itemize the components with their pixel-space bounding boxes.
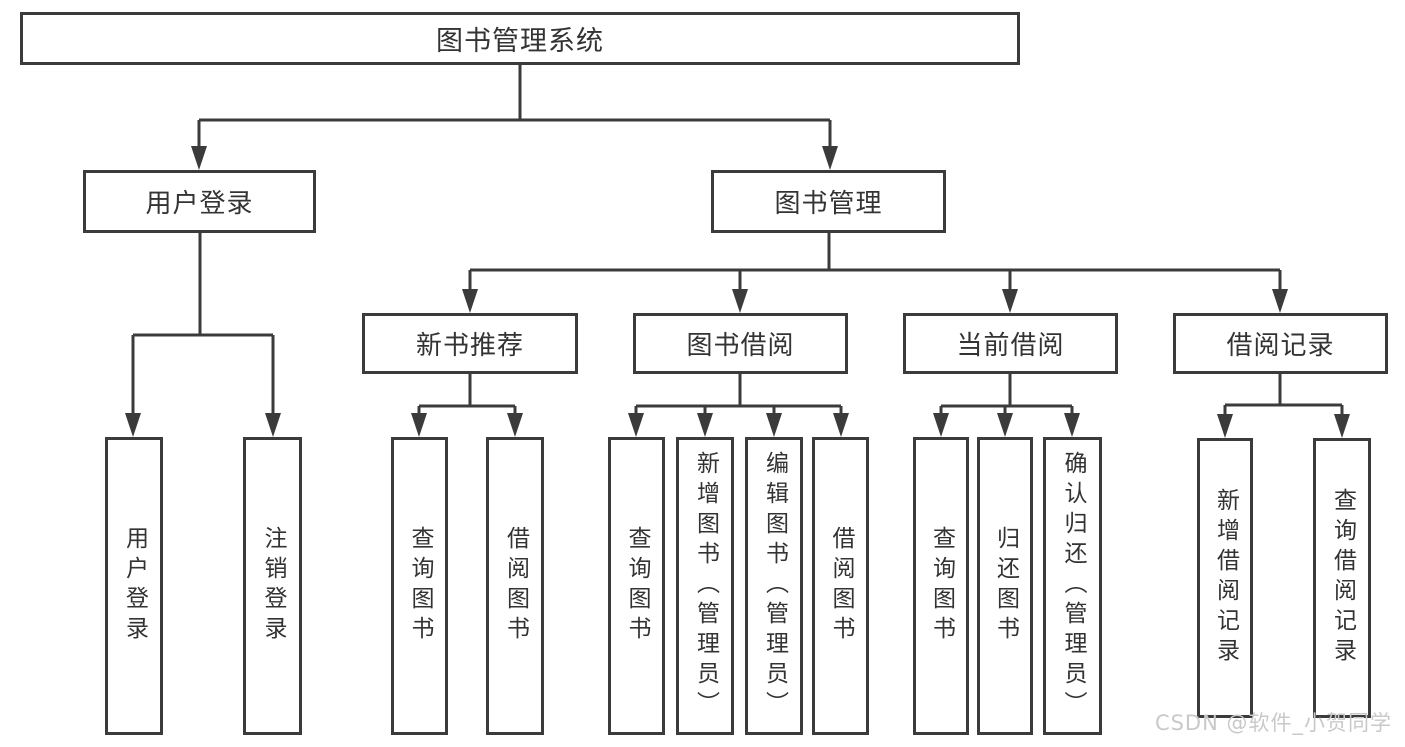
node-label: 查询借阅记录 xyxy=(1329,488,1356,668)
node-recommend-borrow-book: 借阅图书 xyxy=(486,437,544,735)
node-add-borrow-record: 新增借阅记录 xyxy=(1197,438,1253,718)
node-label: 新增图书（管理员） xyxy=(692,451,719,721)
node-label: 借阅记录 xyxy=(1226,331,1335,361)
node-label: 注销登录 xyxy=(260,526,286,646)
node-user-login: 用户登录 xyxy=(83,170,316,233)
node-borrowing-query-book: 查询图书 xyxy=(608,437,665,735)
node-label: 当前借阅 xyxy=(956,331,1065,361)
node-book-borrowing: 图书借阅 xyxy=(633,313,848,374)
node-label: 查询图书 xyxy=(407,526,433,646)
node-label: 确认归还（管理员） xyxy=(1060,451,1086,721)
node-label: 借阅图书 xyxy=(828,526,854,646)
node-label: 新书推荐 xyxy=(415,331,524,361)
node-new-book-recommend: 新书推荐 xyxy=(362,313,578,374)
node-label: 图书借阅 xyxy=(686,331,795,361)
node-label: 借阅图书 xyxy=(502,526,529,646)
node-current-query-book: 查询图书 xyxy=(913,437,969,735)
node-label: 查询图书 xyxy=(624,526,650,646)
node-logout: 注销登录 xyxy=(243,437,302,735)
node-borrowing-records: 借阅记录 xyxy=(1173,313,1388,374)
node-label: 用户登录 xyxy=(145,189,254,219)
node-recommend-query-book: 查询图书 xyxy=(391,437,448,735)
csdn-watermark: CSDN @软件_小贺同学 xyxy=(1154,711,1392,735)
node-borrow-book: 借阅图书 xyxy=(812,437,869,735)
edge-paths xyxy=(131,65,1344,416)
node-label: 编辑图书（管理员） xyxy=(761,451,788,721)
node-label: 查询图书 xyxy=(928,526,955,646)
node-book-management: 图书管理 xyxy=(711,170,946,233)
node-label: 归还图书 xyxy=(992,526,1019,646)
node-edit-book-admin: 编辑图书（管理员） xyxy=(745,437,803,735)
node-label: 用户登录 xyxy=(121,526,148,646)
node-query-borrow-record: 查询借阅记录 xyxy=(1313,438,1371,718)
node-login: 用户登录 xyxy=(105,437,163,735)
node-return-book: 归还图书 xyxy=(977,437,1033,735)
node-add-book-admin: 新增图书（管理员） xyxy=(676,437,734,735)
node-label: 图书管理系统 xyxy=(436,26,604,57)
node-label: 图书管理 xyxy=(774,189,883,219)
arrowheads xyxy=(125,146,1350,438)
node-label: 新增借阅记录 xyxy=(1212,488,1239,668)
node-library-system: 图书管理系统 xyxy=(20,12,1020,65)
node-confirm-return-admin: 确认归还（管理员） xyxy=(1043,437,1102,735)
node-current-borrowing: 当前借阅 xyxy=(903,313,1118,374)
